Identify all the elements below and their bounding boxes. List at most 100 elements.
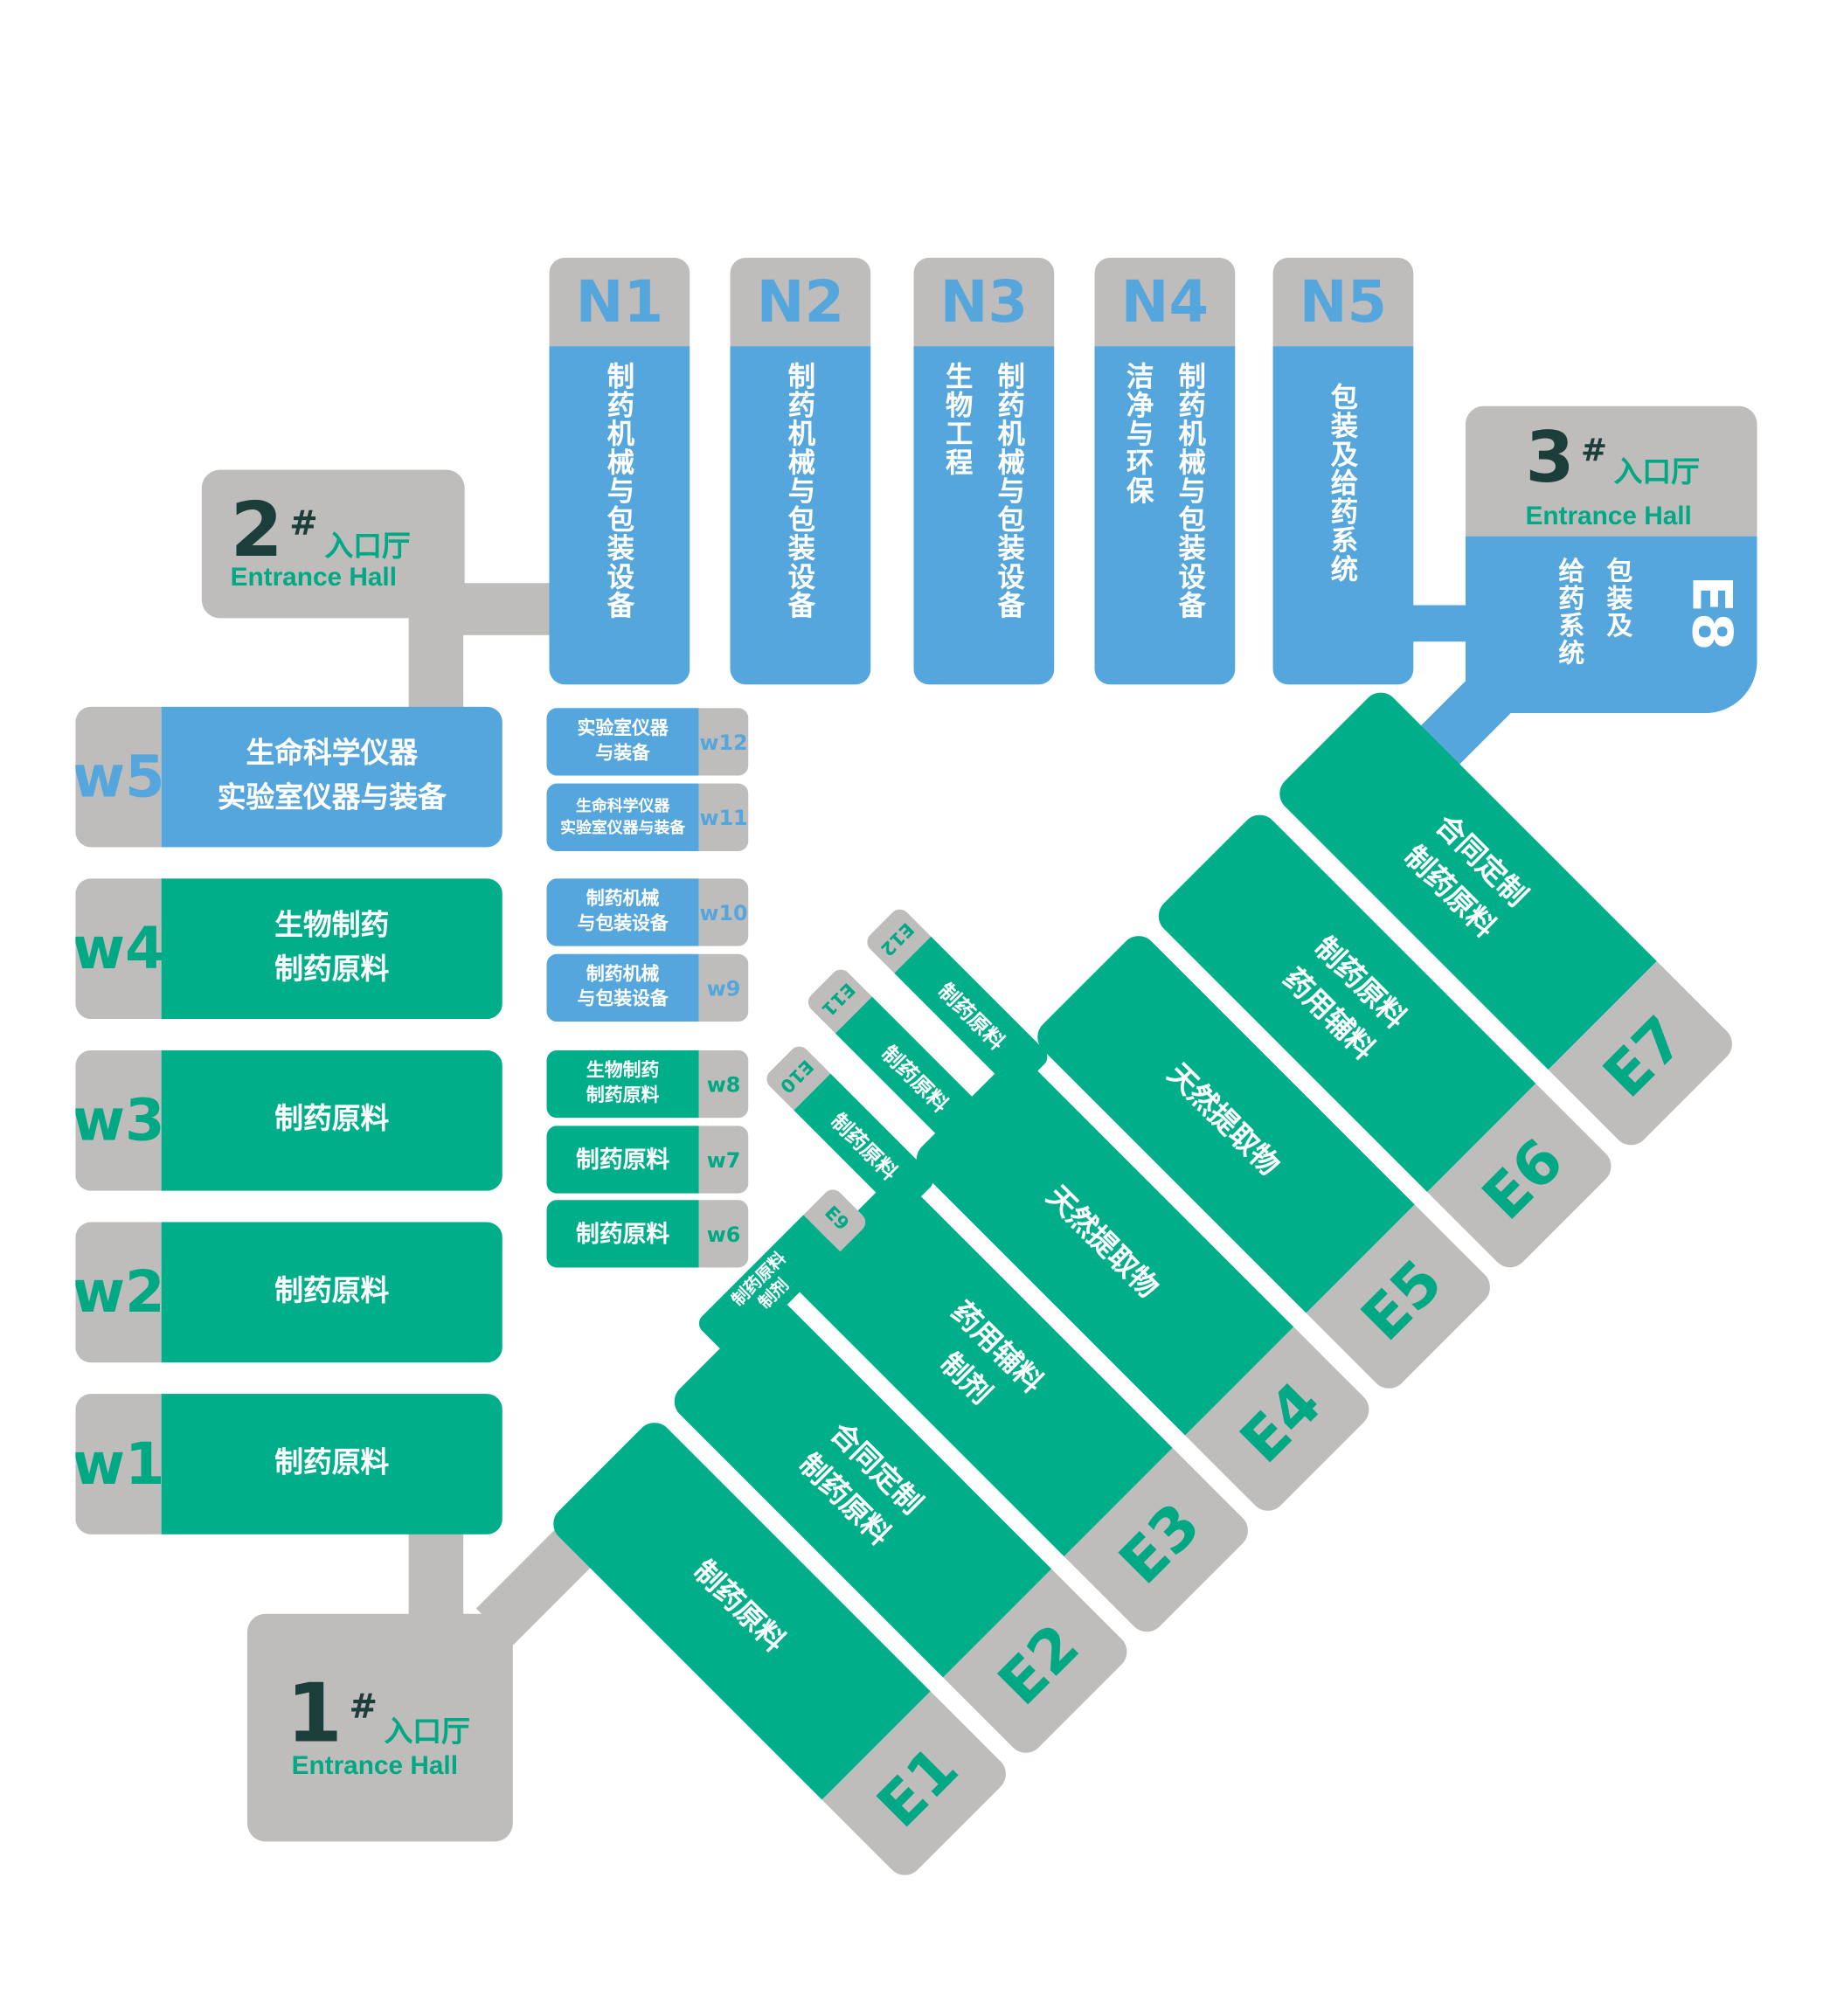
hall-category: 生命科学仪器 xyxy=(246,738,419,771)
hall-name-cn: 入口厅 xyxy=(324,530,411,564)
hall-category: 制药原料 xyxy=(274,1447,390,1480)
hall-code: E2 xyxy=(984,1611,1093,1719)
hall-category: 生物制药 xyxy=(586,1060,660,1082)
hall-number: 3 xyxy=(1525,416,1575,499)
hall-code: E1 xyxy=(863,1733,972,1841)
hall-category: 与包装设备 xyxy=(577,988,669,1010)
hall-category: 给药系统 xyxy=(1554,557,1585,667)
hall-code: E9 xyxy=(820,1202,853,1235)
hall-code: w7 xyxy=(698,1126,749,1194)
hall-code: E4 xyxy=(1226,1368,1335,1477)
hall-code: w8 xyxy=(698,1050,749,1119)
hall-category: 包装及给药系统 xyxy=(1327,382,1359,584)
hall-code: w10 xyxy=(698,878,749,946)
hall-category: 实验室仪器与装备 xyxy=(217,782,447,815)
entrance-hall-3-block: 3 # 入口厅 Entrance Hall E8 包装及 给药系统 xyxy=(1465,405,1757,714)
hall-category: 天然提取物 xyxy=(1039,1180,1164,1306)
hall-category: 制药机械与包装设备 xyxy=(1175,362,1207,620)
hall-category: 制药原料 xyxy=(576,1220,670,1248)
hall-n3[interactable]: N3 制药机械与包装设备 生物工程 xyxy=(913,257,1055,685)
hall-category: 生物工程 xyxy=(942,362,974,477)
hall-category: 洁净与环保 xyxy=(1123,362,1155,505)
corridor-w1-to-hall1 xyxy=(408,1522,464,1627)
hall-mark: # xyxy=(1581,431,1607,468)
hall-code: w4 xyxy=(75,915,165,982)
hall-e8[interactable]: E8 包装及 给药系统 xyxy=(1465,536,1757,714)
hall-mark: # xyxy=(289,504,318,544)
hall-w1[interactable]: w1 制药原料 xyxy=(75,1394,503,1535)
hall-name-cn: 入口厅 xyxy=(384,1716,470,1749)
hall-code: E6 xyxy=(1468,1125,1577,1234)
hall-category: 天然提取物 xyxy=(1161,1057,1286,1183)
hall-code: N5 xyxy=(1299,268,1388,336)
hall-category: 制药原料 xyxy=(274,953,390,987)
hall-code: E5 xyxy=(1348,1246,1456,1354)
hall-n1[interactable]: N1 制药机械与包装设备 xyxy=(549,257,690,685)
hall-category: 制药原料 xyxy=(274,1103,390,1137)
hall-category: 实验室仪器 xyxy=(577,718,669,739)
hall-category: 包装及 xyxy=(1602,557,1634,640)
hall-mark: # xyxy=(349,1687,378,1727)
hall-category: 制药机械 xyxy=(586,889,660,911)
hall-category: 制药原料 xyxy=(932,978,1010,1055)
hall-w12[interactable]: 实验室仪器 与装备 w12 xyxy=(546,708,749,776)
hall-category: 与包装设备 xyxy=(577,913,669,935)
hall-category: 制药原料 xyxy=(576,1146,670,1174)
hall-w2[interactable]: w2 制药原料 xyxy=(75,1222,503,1363)
hall-w9[interactable]: 制药机械 与包装设备 w9 xyxy=(546,953,749,1022)
hall-w11[interactable]: 生命科学仪器 实验室仪器与装备 w11 xyxy=(546,783,749,852)
hall-code: E12 xyxy=(876,918,918,960)
hall-code: N3 xyxy=(939,268,1029,336)
hall-category: 与装备 xyxy=(595,743,650,765)
hall-w8[interactable]: 生物制药 制药原料 w8 xyxy=(546,1050,749,1119)
entrance-hall-3[interactable]: 3 # 入口厅 Entrance Hall xyxy=(1465,405,1757,537)
hall-code: w3 xyxy=(75,1087,165,1154)
hall-code: w2 xyxy=(75,1258,165,1326)
hall-category: 制药原料 xyxy=(877,1041,953,1118)
hall-number: 1 xyxy=(286,1666,343,1762)
hall-category: 制药原料 xyxy=(686,1555,791,1659)
hall-number: 2 xyxy=(230,485,283,574)
entrance-hall-1[interactable]: 1 # 入口厅 Entrance Hall xyxy=(246,1613,513,1842)
hall-code: E7 xyxy=(1590,1002,1698,1112)
hall-category: 制药机械与包装设备 xyxy=(785,362,816,620)
hall-category: 实验室仪器与装备 xyxy=(560,818,686,837)
hall-n2[interactable]: N2 制药机械与包装设备 xyxy=(730,257,871,685)
hall-w3[interactable]: w3 制药原料 xyxy=(75,1050,503,1191)
hall-category: 制药机械与包装设备 xyxy=(604,362,635,620)
hall-name-en: Entrance Hall xyxy=(230,563,397,592)
hall-code: w11 xyxy=(698,783,749,852)
hall-category: 制药机械与包装设备 xyxy=(994,362,1026,620)
hall-w5[interactable]: w5 生命科学仪器 实验室仪器与装备 xyxy=(75,706,503,848)
hall-category: 生物制药 xyxy=(274,910,390,943)
hall-code: w6 xyxy=(698,1200,749,1268)
hall-category: 生命科学仪器 xyxy=(575,796,670,815)
hall-code: N2 xyxy=(756,268,845,336)
hall-code: w5 xyxy=(75,744,165,811)
hall-category: 制药原料 xyxy=(586,1085,660,1106)
hall-w4[interactable]: w4 生物制药 制药原料 xyxy=(75,878,503,1020)
hall-n5[interactable]: N5 包装及给药系统 xyxy=(1272,257,1414,685)
hall-name-en: Entrance Hall xyxy=(291,1751,458,1781)
hall-category: 制药原料 xyxy=(274,1275,390,1308)
hall-code: E11 xyxy=(817,978,859,1021)
hall-code: w12 xyxy=(698,708,749,776)
hall-code: w1 xyxy=(75,1431,165,1498)
hall-code: w9 xyxy=(698,953,749,1022)
hall-n4[interactable]: N4 制药机械与包装设备 洁净与环保 xyxy=(1094,257,1236,685)
hall-code: E10 xyxy=(775,1055,818,1098)
hall-name-cn: 入口厅 xyxy=(1613,456,1700,489)
hall-w7[interactable]: 制药原料 w7 xyxy=(546,1126,749,1194)
hall-category: 制药机械 xyxy=(586,964,660,986)
hall-category: 制药原料 xyxy=(826,1108,903,1185)
hall-name-en: Entrance Hall xyxy=(1525,502,1692,531)
corridor-hall2-to-w5 xyxy=(408,599,464,719)
entrance-hall-2[interactable]: 2 # 入口厅 Entrance Hall xyxy=(201,469,465,619)
hall-code: N1 xyxy=(575,268,664,336)
hall-code: E3 xyxy=(1106,1489,1214,1598)
hall-code: N4 xyxy=(1120,268,1210,336)
hall-w10[interactable]: 制药机械 与包装设备 w10 xyxy=(546,878,749,946)
hall-code: E8 xyxy=(1680,575,1744,651)
hall-w6[interactable]: 制药原料 w6 xyxy=(546,1200,749,1268)
